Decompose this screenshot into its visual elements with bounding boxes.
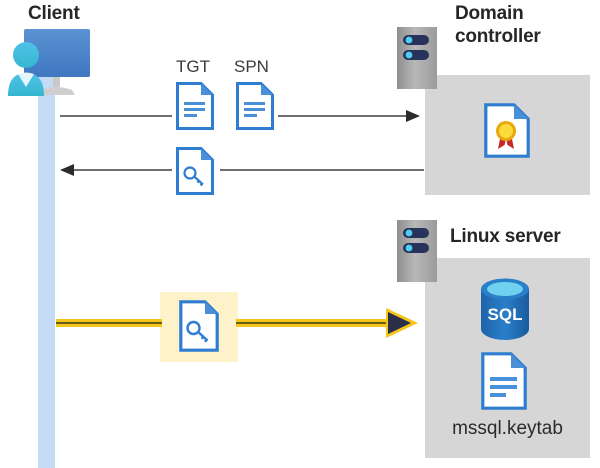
user-workstation-icon xyxy=(8,29,90,96)
keytab-filename-label: mssql.keytab xyxy=(452,418,563,439)
domain-controller-title-line1: Domain xyxy=(455,3,524,24)
document-key-icon xyxy=(179,300,219,352)
document-icon xyxy=(481,352,527,410)
document-key-icon xyxy=(176,147,214,195)
page-title-domain-controller: Domain controller xyxy=(455,2,595,48)
spn-label: SPN xyxy=(234,57,269,76)
server-rack-icon xyxy=(397,220,437,282)
page-title-linux-server: Linux server xyxy=(450,226,561,247)
svg-text:SQL: SQL xyxy=(488,305,523,324)
document-icon xyxy=(176,82,214,130)
certificate-icon xyxy=(484,103,530,158)
tgt-label: TGT xyxy=(176,57,210,76)
document-icon xyxy=(236,82,274,130)
domain-controller-title-line2: controller xyxy=(455,26,541,47)
server-rack-icon xyxy=(397,27,437,89)
client-lifeline xyxy=(38,72,55,468)
sql-database-icon: SQL xyxy=(481,278,529,340)
page-title-client: Client xyxy=(28,3,80,24)
